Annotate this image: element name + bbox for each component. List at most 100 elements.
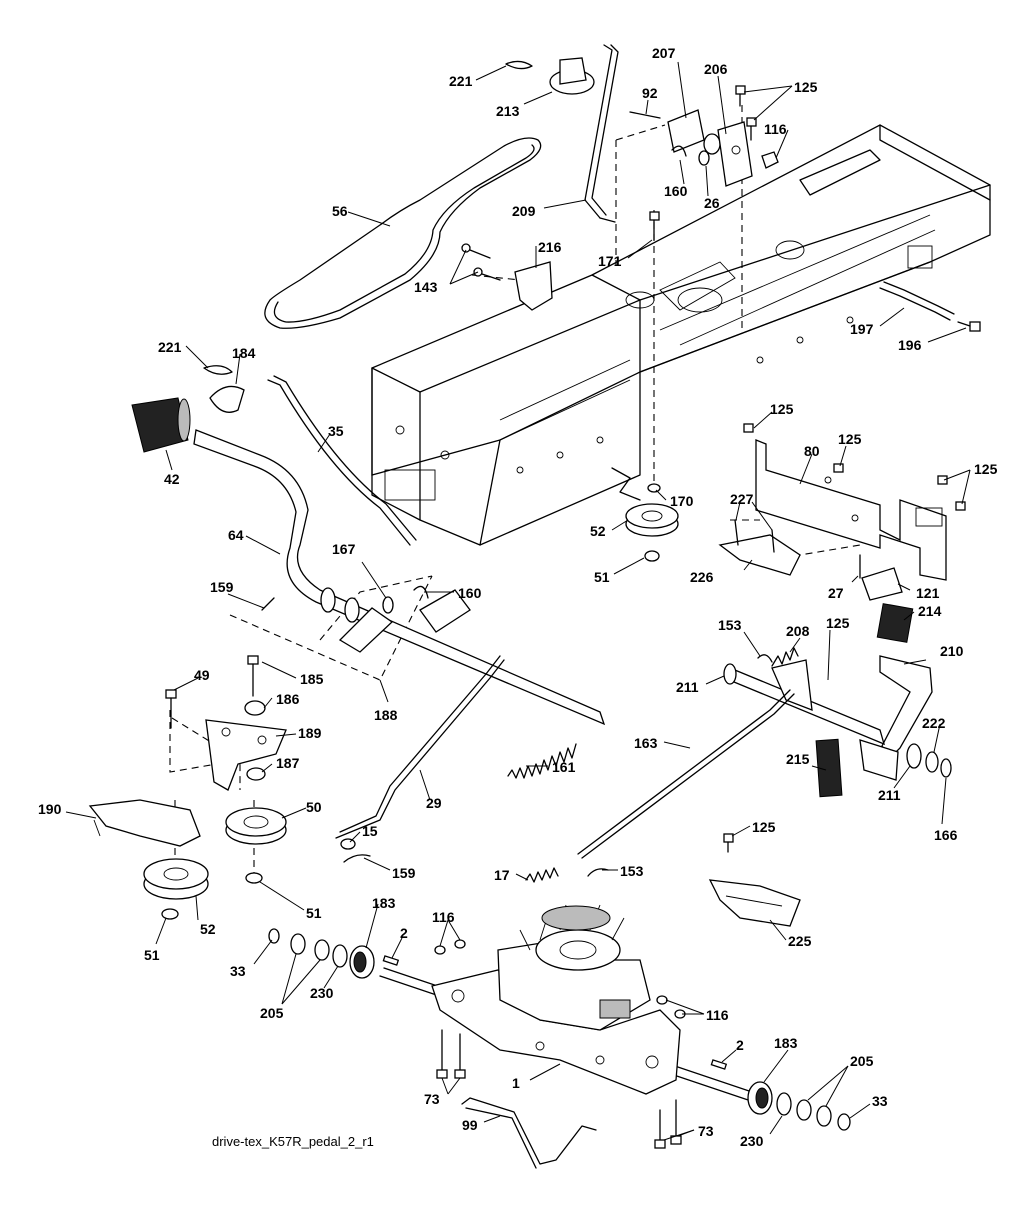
callout-125: 125 xyxy=(974,461,998,477)
callout-185: 185 xyxy=(300,671,324,687)
callout-190: 190 xyxy=(38,801,62,817)
diagram-caption: drive-tex_K57R_pedal_2_r1 xyxy=(212,1134,374,1149)
part-121-bracket xyxy=(861,567,903,601)
callout-189: 189 xyxy=(298,725,322,741)
callout-159: 159 xyxy=(392,865,416,881)
part-170-rod xyxy=(611,467,661,501)
callout-153: 153 xyxy=(718,617,742,633)
part-221-clip-left xyxy=(203,365,233,375)
part-56-drive-belt xyxy=(264,137,542,329)
callout-92: 92 xyxy=(642,85,658,101)
callout-33: 33 xyxy=(872,1093,888,1109)
callout-15: 15 xyxy=(362,823,378,839)
callout-215: 215 xyxy=(786,751,810,767)
callout-183: 183 xyxy=(774,1035,798,1051)
part-166-clip xyxy=(940,758,952,778)
callout-52: 52 xyxy=(590,523,606,539)
part-26-washer xyxy=(698,150,710,166)
callout-226: 226 xyxy=(690,569,714,585)
part-183-bushing-right xyxy=(747,1081,773,1115)
part-116-nuts-axle xyxy=(434,939,686,1019)
callout-216: 216 xyxy=(538,239,562,255)
part-171-bolt xyxy=(649,211,660,241)
callout-160: 160 xyxy=(458,585,482,601)
callout-64: 64 xyxy=(228,527,244,543)
part-2-key-left xyxy=(382,955,400,966)
part-35-rod xyxy=(267,375,417,546)
callout-183: 183 xyxy=(372,895,396,911)
part-214-pedal-pad xyxy=(876,603,914,643)
part-160-pin-top xyxy=(671,145,687,157)
callout-125: 125 xyxy=(752,819,776,835)
chassis-frame xyxy=(371,124,991,546)
callout-143: 143 xyxy=(414,279,438,295)
callout-163: 163 xyxy=(634,735,658,751)
callout-2: 2 xyxy=(400,925,408,941)
part-125-bolts-right xyxy=(743,423,966,511)
callout-2: 2 xyxy=(736,1037,744,1053)
part-153-clip-lower xyxy=(587,868,609,877)
callout-17: 17 xyxy=(494,867,510,883)
callout-221: 221 xyxy=(158,339,182,355)
part-227-screws xyxy=(734,519,775,553)
callout-125: 125 xyxy=(826,615,850,631)
part-51-nut-50 xyxy=(245,872,263,884)
callout-225: 225 xyxy=(788,933,812,949)
callout-51: 51 xyxy=(144,947,160,963)
part-207-bracket xyxy=(667,109,721,155)
callout-73: 73 xyxy=(424,1091,440,1107)
part-187-washer xyxy=(246,767,266,781)
callout-27: 27 xyxy=(828,585,844,601)
part-161-spring xyxy=(507,743,577,779)
part-222-washer xyxy=(925,751,939,773)
part-15-washer xyxy=(340,838,356,850)
part-52-pulley-lower xyxy=(143,858,209,900)
part-1-transaxle xyxy=(379,904,765,1105)
part-143-screws xyxy=(461,243,501,281)
part-116-nut-top xyxy=(761,151,779,169)
callout-184: 184 xyxy=(232,345,256,361)
part-159-pin-lower xyxy=(343,854,371,863)
part-211-washer-right xyxy=(906,743,922,769)
part-197-rod xyxy=(879,281,955,321)
part-213-knob xyxy=(549,57,595,95)
callout-121: 121 xyxy=(916,585,940,601)
callout-80: 80 xyxy=(804,443,820,459)
part-92-pin xyxy=(629,111,661,119)
part-80-bracket xyxy=(755,439,947,581)
callout-42: 42 xyxy=(164,471,180,487)
part-215-cover xyxy=(815,738,843,798)
callout-159: 159 xyxy=(210,579,234,595)
callout-186: 186 xyxy=(276,691,300,707)
callout-33: 33 xyxy=(230,963,246,979)
callout-188: 188 xyxy=(374,707,398,723)
part-2-key-right xyxy=(710,1059,728,1070)
part-206-plate xyxy=(717,121,753,187)
part-17-spring xyxy=(525,867,559,883)
part-184-knob xyxy=(209,385,245,413)
callout-197: 197 xyxy=(850,321,874,337)
part-221-clip xyxy=(505,60,533,70)
part-52-pulley-upper xyxy=(625,503,679,537)
callout-208: 208 xyxy=(786,623,810,639)
part-51-nut-upper xyxy=(644,550,660,562)
callout-52: 52 xyxy=(200,921,216,937)
part-205-washers-left xyxy=(290,933,330,961)
callout-49: 49 xyxy=(194,667,210,683)
part-226-bracket xyxy=(718,534,801,576)
callout-167: 167 xyxy=(332,541,356,557)
callout-227: 227 xyxy=(730,491,754,507)
callout-221: 221 xyxy=(449,73,473,89)
callout-196: 196 xyxy=(898,337,922,353)
part-153-clip-upper xyxy=(757,654,773,663)
callout-209: 209 xyxy=(512,203,536,219)
callout-160: 160 xyxy=(664,183,688,199)
callout-125: 125 xyxy=(838,431,862,447)
part-163-rod xyxy=(577,689,795,859)
callout-116: 116 xyxy=(706,1007,729,1023)
callout-26: 26 xyxy=(704,195,720,211)
part-196-bolt xyxy=(957,321,981,332)
part-183-bushing-left xyxy=(349,945,375,979)
part-49-bolt xyxy=(165,689,177,729)
callout-29: 29 xyxy=(426,795,442,811)
